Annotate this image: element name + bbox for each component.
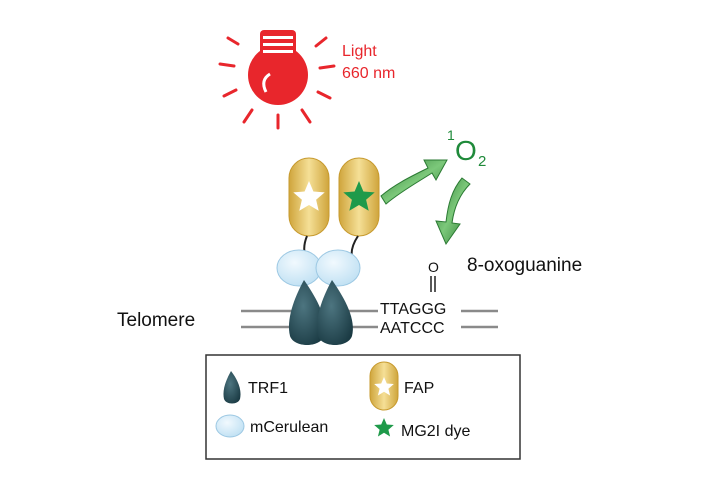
singlet-oxygen-subscript: 2	[478, 153, 486, 170]
singlet-oxygen-label: 1 O 2	[447, 127, 486, 170]
light-bulb-icon	[248, 30, 308, 105]
top-strand-sequence: TTAGGG	[380, 301, 446, 318]
light-wavelength-label: 660 nm	[342, 65, 395, 82]
light-label: Light	[342, 43, 377, 60]
legend-trf1-icon	[223, 371, 241, 404]
curved-arrow-icon	[380, 159, 448, 205]
oxoguanine-label: 8-oxoguanine	[467, 255, 582, 276]
telomere-label: Telomere	[117, 310, 195, 331]
legend-mcerulean-icon	[215, 414, 245, 438]
curved-arrow-down-icon	[435, 177, 471, 246]
mcerulean-left	[276, 249, 322, 287]
singlet-oxygen-symbol: O	[455, 135, 477, 166]
legend-mcerulean-label: mCerulean	[250, 419, 328, 436]
double-bond	[430, 276, 436, 292]
legend-dye-star-icon	[374, 418, 394, 437]
dna-strands	[241, 309, 498, 329]
light-rays	[218, 36, 336, 130]
singlet-oxygen-superscript: 1	[447, 127, 455, 143]
trf1-left	[288, 280, 325, 345]
fap-left	[288, 157, 330, 237]
fap-right	[338, 157, 380, 237]
oxo-oxygen-atom: O	[428, 259, 439, 275]
legend-fap-star-icon	[374, 377, 394, 396]
trf1-right	[316, 280, 353, 345]
legend: TRF1 mCerulean FAP MG2I dye	[205, 354, 521, 460]
mcerulean-right	[315, 249, 361, 287]
bottom-strand-sequence: AATCCC	[380, 320, 445, 337]
legend-fap-label: FAP	[404, 380, 434, 397]
legend-dye-label: MG2I dye	[401, 423, 470, 440]
legend-box	[205, 354, 521, 460]
star-icon	[293, 181, 325, 211]
legend-trf1-label: TRF1	[248, 380, 288, 397]
mg2i-dye-star-icon	[343, 181, 375, 211]
